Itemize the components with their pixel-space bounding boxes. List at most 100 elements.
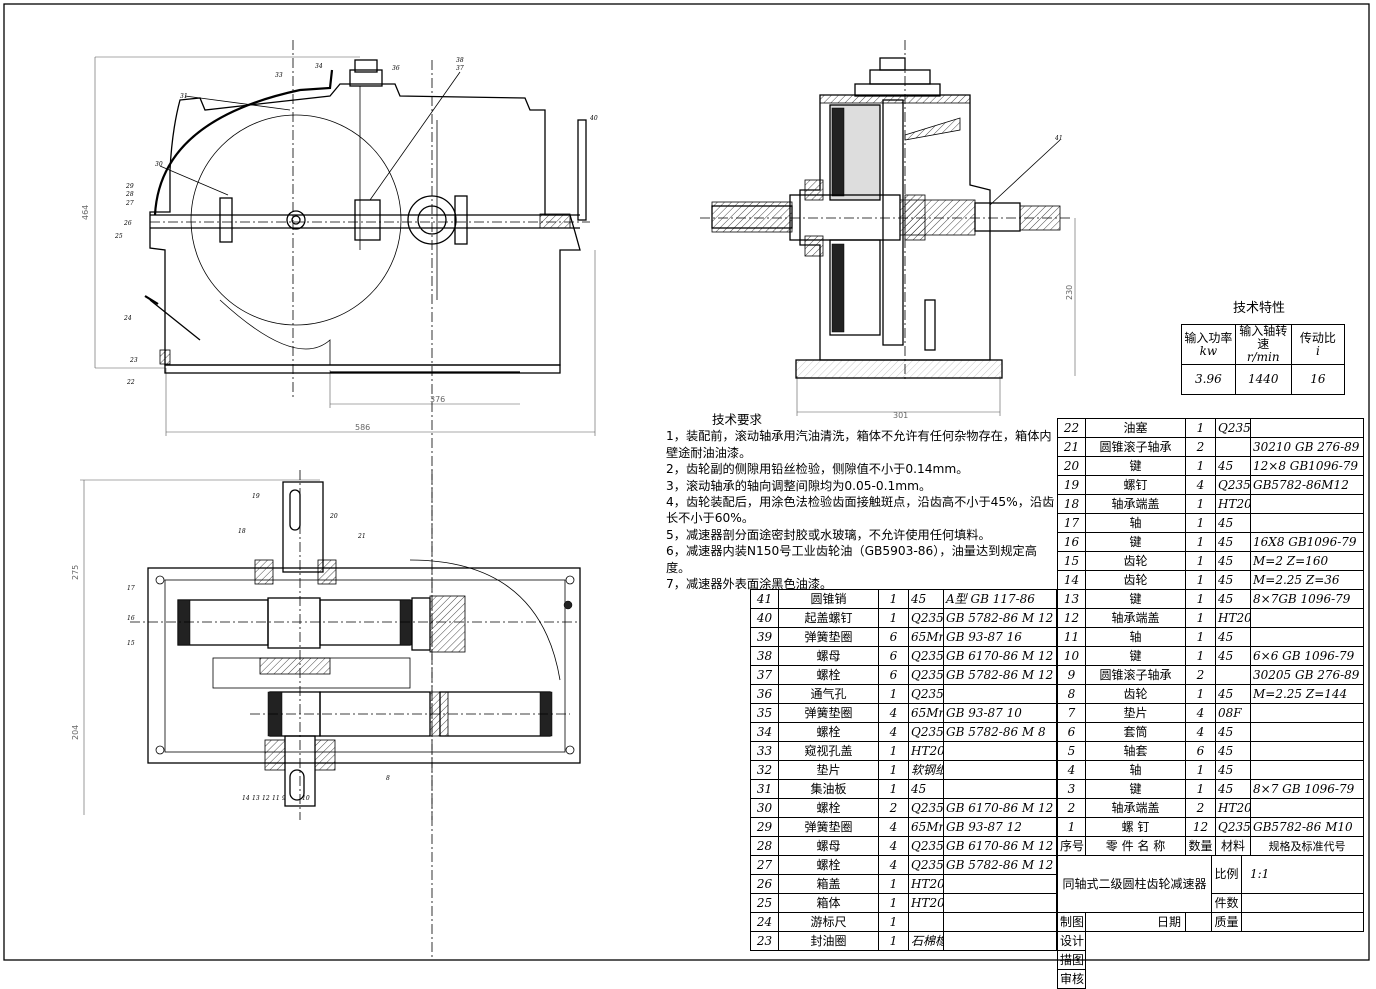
bom-cell-name: 齿轮 <box>1085 684 1186 704</box>
bom-cell-name: 螺栓 <box>778 722 879 742</box>
bom-cell-standard: GB 5782-86 M 12 <box>943 855 1057 875</box>
bom-cell-no: 36 <box>750 684 779 704</box>
bom-cell-qty: 4 <box>1185 475 1216 495</box>
mass-label: 质量 <box>1211 912 1242 932</box>
bom-cell-name: 轴承端盖 <box>1085 494 1186 514</box>
bom-cell-no: 37 <box>750 665 779 685</box>
bom-cell-qty: 1 <box>1185 551 1216 571</box>
bom-cell-name: 通气孔 <box>778 684 879 704</box>
requirement-item: 7，减速器外表面涂黑色油漆。 <box>666 577 833 592</box>
bom-cell-no: 38 <box>750 646 779 666</box>
bom-cell-name: 弹簧垫圈 <box>778 817 879 837</box>
scale-value: 1:1 <box>1241 855 1364 894</box>
bom-cell-no: 2 <box>1057 798 1086 818</box>
dim-side-height: 230 <box>1065 285 1074 300</box>
bom-cell-standard: M=2.25 Z=36 <box>1250 570 1364 590</box>
bom-cell-material <box>1215 665 1251 685</box>
bom-cell-no: 31 <box>750 779 779 799</box>
bom-cell-no: 25 <box>750 893 779 913</box>
bom-cell-material: HT200 <box>1215 798 1251 818</box>
bom-row: 26箱盖1HT200 <box>750 874 1057 894</box>
bom-cell-qty: 1 <box>878 912 909 932</box>
bom-row: 12轴承端盖1HT200 <box>1057 608 1364 628</box>
bom-cell-name: 封油圈 <box>778 931 879 951</box>
bom-cell-material: Q235 <box>908 684 944 704</box>
bom-cell-standard: GB 6170-86 M 12 <box>943 646 1057 666</box>
bom-cell-qty: 2 <box>1185 798 1216 818</box>
bom-cell-material: 65Mn <box>908 817 944 837</box>
bom-cell-name: 螺钉 <box>1085 475 1186 495</box>
bom-cell-no: 8 <box>1057 684 1086 704</box>
bom-cell-material: HT200 <box>908 893 944 913</box>
bom-cell-standard <box>943 779 1057 799</box>
bom-cell-material: 45 <box>1215 532 1251 552</box>
bom-cell-qty: 1 <box>1185 608 1216 628</box>
bom-cell-no: 29 <box>750 817 779 837</box>
bom-cell-qty: 4 <box>1185 722 1216 742</box>
svg-text:37: 37 <box>456 65 464 72</box>
bom-cell-qty: 1 <box>1185 779 1216 799</box>
front-view: 464 586 376 <box>81 40 598 960</box>
bom-cell-no: 41 <box>750 589 779 609</box>
svg-text:38: 38 <box>456 57 464 64</box>
bom-cell-name: 轴套 <box>1085 741 1186 761</box>
bom-cell-name: 齿轮 <box>1085 551 1186 571</box>
bom-cell-no: 39 <box>750 627 779 647</box>
svg-text:40: 40 <box>589 115 598 122</box>
bom-cell-no: 4 <box>1057 760 1086 780</box>
bom-cell-name: 螺母 <box>778 836 879 856</box>
bom-cell-material: Q235 <box>1215 817 1251 837</box>
draw-label: 制图 <box>1057 912 1086 932</box>
bom-cell-no: 3 <box>1057 779 1086 799</box>
bom-cell-no: 16 <box>1057 532 1086 552</box>
bom-cell-no: 19 <box>1057 475 1086 495</box>
bom-header-qty: 数量 <box>1185 836 1216 856</box>
bom-cell-qty: 1 <box>1185 646 1216 666</box>
svg-text:9: 9 <box>282 795 286 802</box>
bom-cell-qty: 1 <box>1185 494 1216 514</box>
side-view: 301 230 41 <box>700 40 1076 420</box>
bom-cell-qty: 1 <box>1185 684 1216 704</box>
bom-cell-standard: GB 5782-86 M 8 <box>943 722 1057 742</box>
bom-cell-no: 13 <box>1057 589 1086 609</box>
bom-cell-material: 45 <box>1215 456 1251 476</box>
bom-cell-no: 14 <box>1057 570 1086 590</box>
requirement-item: 3，滚动轴承的轴向调整间隙均为0.05-0.1mm。 <box>666 478 932 493</box>
bom-cell-no: 27 <box>750 855 779 875</box>
bom-cell-no: 20 <box>1057 456 1086 476</box>
bom-cell-standard <box>943 741 1057 761</box>
bom-cell-standard: 12×8 GB1096-79 <box>1250 456 1364 476</box>
spec-value: 3.96 <box>1181 364 1236 395</box>
bom-cell-material: Q235 <box>908 646 944 666</box>
bom-cell-qty: 4 <box>878 836 909 856</box>
bom-cell-material: 65Mn <box>908 627 944 647</box>
requirement-item: 2，齿轮副的侧隙用铅丝检验，侧隙值不小于0.14mm。 <box>666 462 969 477</box>
svg-text:27: 27 <box>125 200 134 207</box>
bom-header-no: 序号 <box>1057 836 1086 856</box>
bom-cell-no: 23 <box>750 931 779 951</box>
bom-cell-material: Q235 <box>1215 475 1251 495</box>
bom-cell-name: 箱体 <box>778 893 879 913</box>
dim-front-height: 464 <box>81 205 90 220</box>
bom-cell-no: 5 <box>1057 741 1086 761</box>
bom-cell-qty: 6 <box>878 646 909 666</box>
svg-text:22: 22 <box>126 379 135 386</box>
bom-cell-no: 22 <box>1057 418 1086 438</box>
svg-text:33: 33 <box>275 72 283 79</box>
bom-cell-no: 28 <box>750 836 779 856</box>
bom-cell-name: 轴 <box>1085 513 1186 533</box>
